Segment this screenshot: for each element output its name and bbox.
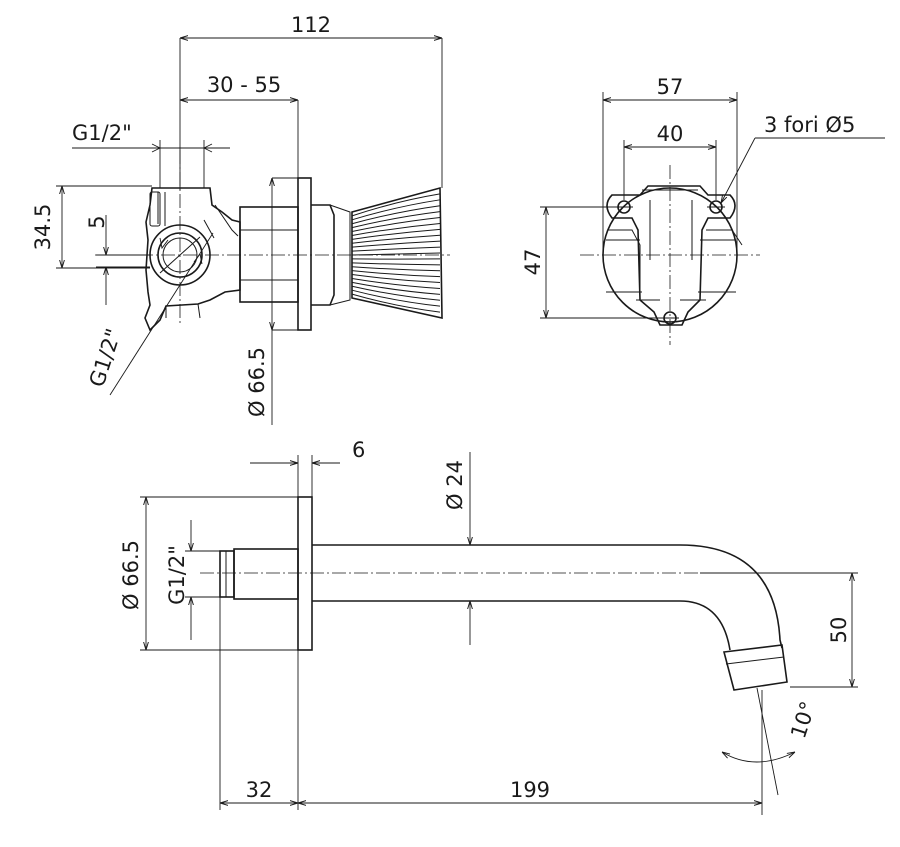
knurl-line <box>351 222 441 236</box>
dim-50: 50 <box>827 617 851 644</box>
knurl-line <box>351 240 441 248</box>
knurl-line <box>351 285 441 301</box>
knurl-line <box>351 281 441 295</box>
dim-rosette-diam-bottom: Ø 66.5 <box>119 540 143 610</box>
rosette-plate <box>297 177 312 331</box>
dim-6: 6 <box>352 438 365 462</box>
knurl-line <box>351 270 441 278</box>
knurled-handle <box>351 186 443 320</box>
dim-g12-top: G1/2" <box>72 121 132 145</box>
spout-nipple <box>233 548 299 600</box>
knurl-line <box>351 205 441 225</box>
outlet-circle-inner <box>157 232 203 278</box>
valve-rear-view: 57 40 3 fori Ø5 47 <box>521 75 885 345</box>
knurl-line <box>351 217 441 233</box>
knurl-line <box>351 252 441 256</box>
dim-30-55: 30 - 55 <box>207 73 281 97</box>
knurl-line <box>351 277 441 289</box>
spout-side-view: 6 Ø 24 Ø 66.5 G1/2" 50 10° 32 199 <box>119 438 858 815</box>
knurl-line <box>351 262 441 266</box>
dim-57: 57 <box>657 75 684 99</box>
dim-g12-bottom: G1/2" <box>165 545 189 605</box>
cover-sleeve <box>311 204 335 306</box>
knurl-line <box>351 246 441 252</box>
spout-rosette <box>297 496 313 651</box>
dim-112: 112 <box>291 13 331 37</box>
knurl-line <box>351 199 441 221</box>
knurl-line <box>351 274 441 284</box>
knurl-line <box>351 211 441 229</box>
spout-thread-connector <box>219 550 235 598</box>
dim-rosette-diam-top: Ø 66.5 <box>245 347 269 417</box>
spout-pipe <box>312 544 783 651</box>
knurl-line <box>351 193 441 217</box>
spout-aerator <box>722 644 788 691</box>
knurl-line <box>351 266 441 272</box>
dim-5: 5 <box>85 215 109 228</box>
dim-47: 47 <box>521 249 545 276</box>
dim-40: 40 <box>657 122 684 146</box>
handle-knurling <box>351 193 441 313</box>
valve-bonnet <box>239 206 299 303</box>
dim-199: 199 <box>510 778 550 802</box>
valve-body <box>144 187 241 332</box>
dim-holes: 3 fori Ø5 <box>764 113 855 137</box>
dim-spout-diam: Ø 24 <box>443 460 467 510</box>
knurl-line <box>351 228 441 240</box>
knurl-line <box>351 289 441 307</box>
knurl-line <box>351 293 441 313</box>
dim-angle-10: 10° <box>786 698 820 741</box>
knurl-line <box>351 234 441 244</box>
dim-32: 32 <box>246 778 273 802</box>
dim-34-5: 34.5 <box>31 204 55 251</box>
valve-side-view: 112 30 - 55 G1/2" 34.5 5 G1/2" Ø 66.5 <box>31 13 450 425</box>
